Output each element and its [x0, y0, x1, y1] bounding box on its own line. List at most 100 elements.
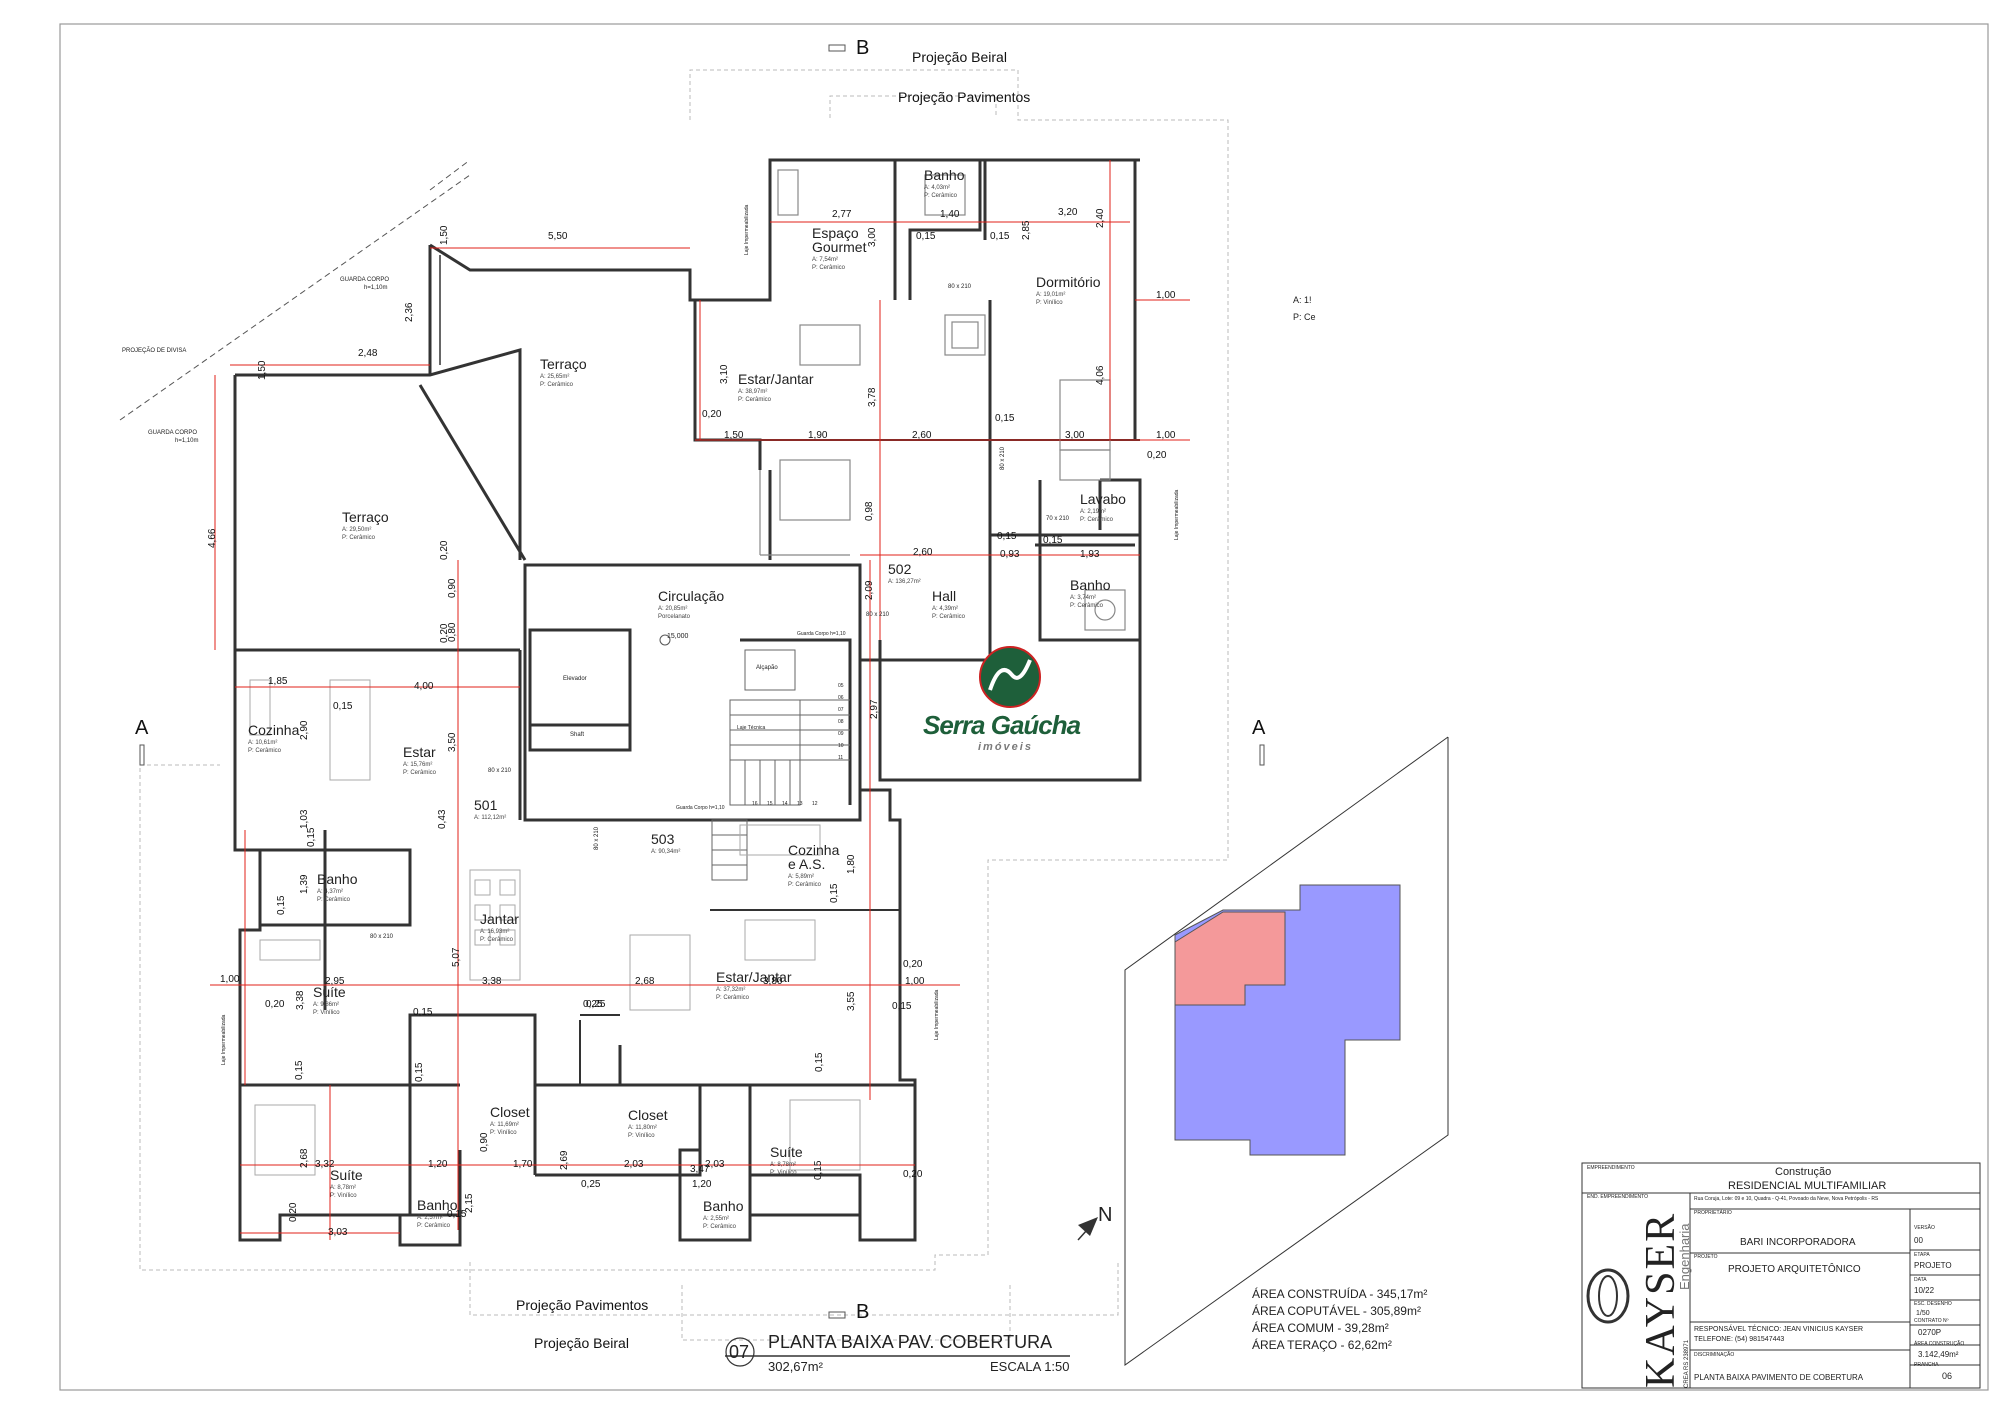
- dimension-label: 1,90: [808, 430, 828, 441]
- tb-crea: CREA RS 238971: [1684, 1339, 1690, 1388]
- tb-emp-label: EMPREENDIMENTO: [1587, 1165, 1635, 1171]
- dimension-label: 3,55: [846, 991, 857, 1011]
- room-name: Suíte: [770, 1144, 803, 1160]
- dimension-label: 2,68: [299, 1148, 310, 1168]
- room-area: A: 2,55m²: [703, 1216, 730, 1222]
- tb-prancha: 06: [1942, 1371, 1953, 1381]
- room-area: A: 38,97m²: [738, 389, 768, 395]
- room-floor: P: Cerâmico: [932, 614, 966, 620]
- room-floor: P: Vinílico: [770, 1170, 797, 1176]
- room-name: Banho: [317, 871, 358, 887]
- room-area: A: 2,19m²: [1080, 509, 1107, 515]
- tb-disc: PLANTA BAIXA PAVIMENTO DE COBERTURA: [1694, 1373, 1864, 1382]
- dimension-label: 0,20: [702, 409, 722, 420]
- tb-tel: TELEFONE: (54) 981547443: [1694, 1336, 1785, 1343]
- dimension-label: 0,15: [829, 883, 840, 903]
- dimension-label: 0,15: [447, 1209, 467, 1220]
- dimension-label: 0,20: [1147, 450, 1167, 461]
- drawing-area: 302,67m²: [768, 1359, 823, 1374]
- dimension-label: 0,90: [447, 578, 458, 598]
- stair-step-number: 07: [838, 707, 844, 713]
- dimension-label: 2,85: [1021, 220, 1032, 240]
- room-area: A: 15,76m²: [403, 762, 433, 768]
- label-alcapao: Alçapão: [756, 665, 778, 671]
- room-name: Lavabo: [1080, 491, 1126, 507]
- note-guarda-corpo-2-h: h=1,10m: [175, 438, 199, 444]
- dimension-label: 1,03: [299, 809, 310, 829]
- dimension-label: 0,20: [288, 1202, 299, 1222]
- stair-step-number: 16: [752, 801, 758, 807]
- dimension-label: 3,50: [447, 732, 458, 752]
- unit-number: 502: [888, 561, 912, 577]
- tb-contrato: 0270P: [1918, 1328, 1942, 1337]
- room-name: Hall: [932, 588, 957, 604]
- area-comum: ÁREA COMUM - 39,28m²: [1252, 1321, 1389, 1335]
- room-name: Closet: [628, 1107, 668, 1123]
- room-area: A: 10,61m²: [248, 740, 278, 746]
- dimension-label: 0,20: [903, 959, 923, 970]
- dimension-label: 0,15: [306, 827, 317, 847]
- tb-emp-3: Rua Coruja, Lote: 09 e 10, Quadra - Q-41…: [1694, 1196, 1879, 1202]
- serra-gaucha-logo-mark: [979, 646, 1041, 708]
- dimension-label: 1,80: [846, 854, 857, 874]
- dimension-label: 1,20: [692, 1179, 712, 1190]
- room-area: A: 20,85m²: [658, 606, 688, 612]
- note-laje-right-2: Laje Impermeabilizada: [934, 989, 940, 1040]
- room-floor: P: Cerâmico: [716, 995, 750, 1001]
- door-tag-4: 80 x 210: [370, 934, 394, 940]
- dimension-label: 1,70: [513, 1159, 533, 1170]
- room-area: A: 25,65m²: [540, 374, 570, 380]
- tb-prop: BARI INCORPORADORA: [1740, 1237, 1856, 1248]
- dimension-label: 0,15: [995, 413, 1015, 424]
- dimension-label: 0,90: [479, 1132, 490, 1152]
- dimension-label: 2,36: [404, 302, 415, 322]
- projection-pavimentos-bottom: Projeção Pavimentos: [516, 1297, 649, 1313]
- dimension-label: 1,50: [257, 360, 268, 380]
- room-floor: P: Cerâmico: [738, 397, 772, 403]
- dimension-label: 3,00: [1065, 430, 1085, 441]
- dimension-label: 2,48: [358, 348, 378, 359]
- dimension-label: 3,03: [328, 1227, 348, 1238]
- room-area: A: 9,86m²: [313, 1002, 340, 1008]
- room-name: Suíte: [313, 984, 346, 1000]
- dimension-label: 0,20: [439, 540, 450, 560]
- tb-brand-2: Engenharia: [1677, 1223, 1692, 1291]
- room-name: Estar: [403, 744, 436, 760]
- room-area: A: 11,80m²: [628, 1125, 657, 1131]
- door-tag-2: 80 x 210: [866, 612, 890, 618]
- room-name: Banho: [1070, 577, 1111, 593]
- door-tag-1: 80 x 210: [948, 284, 972, 290]
- dimension-label: 3,80: [763, 976, 783, 987]
- dimension-label: 0,93: [1000, 549, 1020, 560]
- dimension-label: 3,78: [867, 387, 878, 407]
- room-floor: P: Cerâmico: [540, 382, 574, 388]
- dimension-label: 1,39: [299, 874, 310, 894]
- tb-resp: RESPONSÁVEL TÉCNICO: JEAN VINICIUS KAYSE…: [1694, 1326, 1864, 1333]
- room-floor: P: Vinílico: [490, 1130, 517, 1136]
- room-name: Estar/Jantar: [716, 969, 792, 985]
- north-arrow-label: N: [1098, 1204, 1113, 1226]
- dimension-label: 2,60: [913, 547, 933, 558]
- dimension-label: 2,15: [464, 1193, 475, 1213]
- note-laje-top: Laje Impermeabilizada: [744, 204, 750, 255]
- logo-serra-gaucha: Serra Gaúcha: [923, 710, 1081, 740]
- room-area: A: 37,32m²: [716, 987, 746, 993]
- dimension-label: 1,50: [724, 430, 744, 441]
- dimension-label: 1,93: [1080, 549, 1100, 560]
- room-name: Estar/Jantar: [738, 371, 814, 387]
- area-terraco: ÁREA TERAÇO - 62,62m²: [1252, 1338, 1392, 1352]
- tb-etapa: PROJETO: [1914, 1261, 1952, 1270]
- room-name: Terraço: [540, 356, 587, 372]
- tb-versao: 00: [1914, 1236, 1923, 1245]
- note-level: 15,000: [667, 633, 689, 640]
